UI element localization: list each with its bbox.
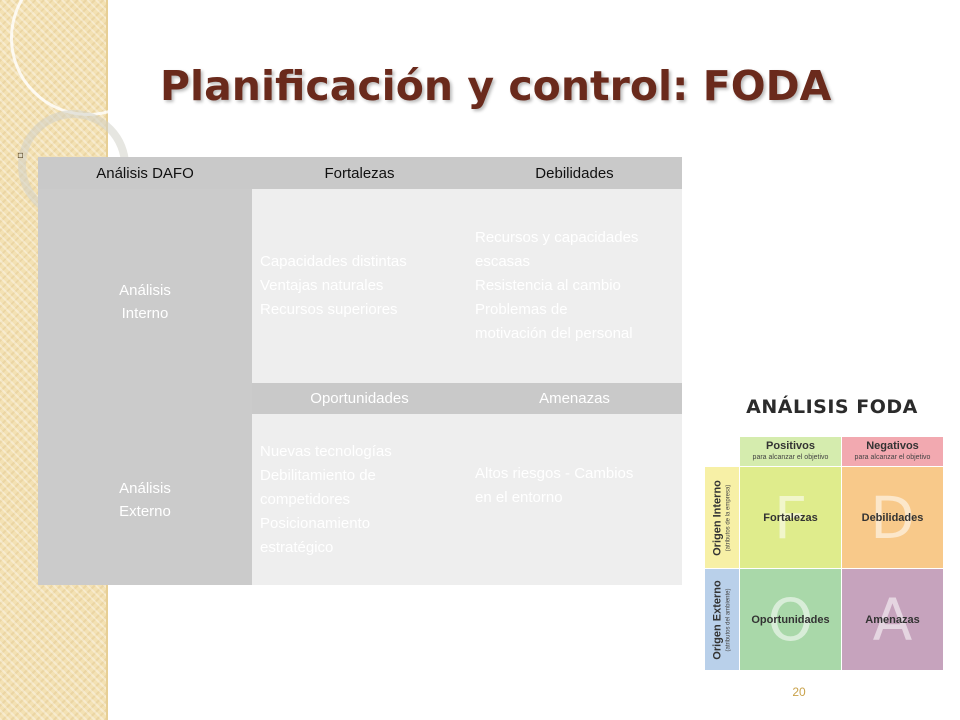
foda-col-header-sub: para alcanzar el objetivo [854,454,931,461]
foda-letter-o: O [767,585,814,654]
table-header-strengths: Fortalezas [252,157,467,189]
weakness-line: Resistencia al cambio [475,277,621,294]
foda-row-header-internal: Origen Interno (atributos de la empresa) [705,467,739,568]
foda-row-header-main: Origen Interno [711,479,724,556]
cell-opportunities: Nuevas tecnologías Debilitamiento de com… [252,414,467,585]
page-number: 20 [792,685,806,699]
slide-title: Planificación y control: FODA [160,62,832,110]
foda-letter-f: F [773,483,808,552]
table-header-dafo: Análisis DAFO [38,157,252,189]
foda-letter-d: D [870,483,915,552]
table-subheader-opportunities: Oportunidades [252,383,467,414]
foda-col-header-negative: Negativos para alcanzar el objetivo [842,437,943,466]
foda-row-header-sub: (atributos de la empresa) [725,484,732,551]
foda-quadrant-strengths: F Fortalezas [740,467,841,568]
cell-threats: Altos riesgos - Cambios en el entorno [467,414,682,585]
threat-line: Altos riesgos - Cambios [475,465,634,482]
foda-label-opportunities: Oportunidades [751,613,830,626]
foda-label-weaknesses: Debilidades [861,511,924,524]
opportunity-line: Debilitamiento de [260,466,376,484]
foda-col-header-positive: Positivos para alcanzar el objetivo [740,437,841,466]
threat-line: en el entorno [475,489,563,506]
foda-label-strengths: Fortalezas [763,511,818,524]
foda-label-threats: Amenazas [865,613,920,626]
foda-quadrant-opportunities: O Oportunidades [740,569,841,670]
foda-row-header-sub: (atributos del ambiente) [725,587,732,652]
foda-row-header-external: Origen Externo (atributos del ambiente) [705,569,739,670]
cell-weaknesses: Recursos y capacidades escasas Resistenc… [467,189,682,383]
foda-col-header-sub: para alcanzar el objetivo [752,454,829,461]
foda-quadrant-threats: A Amenazas [842,569,943,670]
weakness-line: Problemas de [475,301,568,318]
table-header-weaknesses: Debilidades [467,157,682,189]
foda-graphic-title: ANÁLISIS FODA [746,396,918,418]
foda-col-header-main: Positivos [766,440,815,452]
slide-marker-icon: ▫ [17,150,24,161]
opportunity-line: estratégico [260,538,334,556]
foda-letter-a: A [872,585,913,654]
row-label-internal: Análisis Interno [38,189,252,414]
cell-strengths: Capacidades distintas Ventajas naturales… [252,189,467,383]
foda-quadrant-weaknesses: D Debilidades [842,467,943,568]
strength-item: Recursos superiores [260,301,398,318]
weakness-line: escasas [475,253,531,270]
weakness-line: motivación del personal [475,325,633,342]
opportunity-line: Posicionamiento [260,514,371,532]
opportunity-line: Nuevas tecnologías [260,442,392,460]
foda-row-header-main: Origen Externo [711,579,724,660]
decorative-circle [10,0,166,116]
weakness-line: Recursos y capacidades [475,229,639,246]
opportunity-line: competidores [260,490,351,508]
foda-graphic: ANÁLISIS FODA Positivos para alcanzar el… [705,392,945,672]
row-label-external: Análisis Externo [38,414,252,585]
strength-item: Ventajas naturales [260,277,384,294]
strength-item: Capacidades distintas [260,253,407,270]
foda-col-header-main: Negativos [866,440,919,452]
table-subheader-threats: Amenazas [467,383,682,414]
dafo-table: Análisis DAFO Fortalezas Debilidades Aná… [38,157,682,585]
